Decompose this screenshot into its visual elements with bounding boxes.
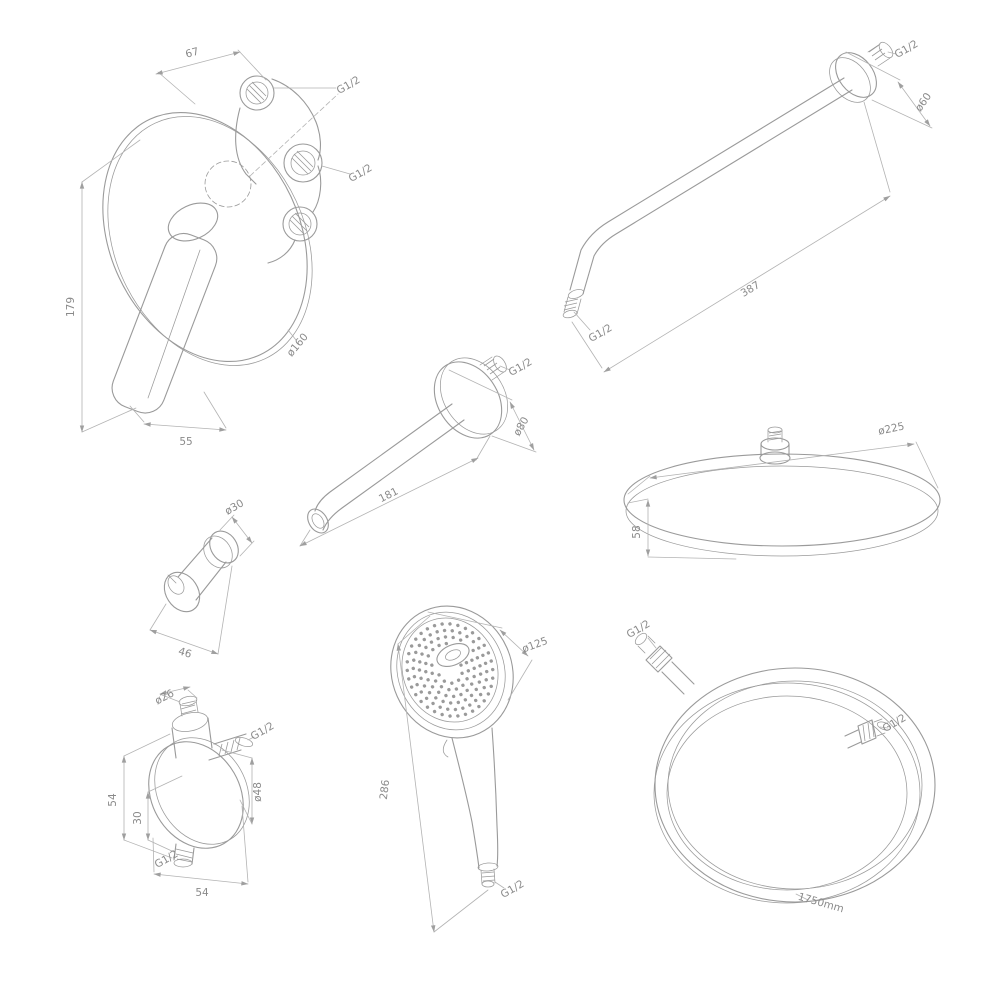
dim-label-rain-diameter: ø225 [877,420,905,437]
arm-flange [835,52,877,98]
hidden-port [204,160,252,208]
dim-label-elbow-offset: 30 [132,811,144,824]
thread-hatch [218,737,241,757]
shower-arm-drawing: G1/2 ø60 387 G1/2 [562,38,934,373]
thread-hatch [289,212,310,235]
mode-button [436,642,470,668]
spray-nozzle-pattern [405,622,495,718]
dim-label-mixer-plate: ø160 [285,331,311,359]
thread-hatch [180,700,197,715]
dim-label-elbow-body: ø48 [252,782,264,802]
dim-label-rain-height: 58 [631,525,643,538]
hand-shower-drawing: ø125 286 G1/2 [378,605,549,933]
escutcheon-plate [102,111,308,363]
thread-hatch [175,848,194,863]
lever-handle [111,232,218,414]
dim-label-hand-diameter: ø125 [520,635,549,655]
spout-drawing: G1/2 ø80 181 [299,355,537,547]
thread-label-spout: G1/2 [507,356,535,379]
thread-hatch [563,298,579,311]
dim-label-elbow-top-diameter: ø26 [153,687,176,707]
thread-hatch [862,720,875,742]
dim-label-arm-flange: ø60 [913,91,934,114]
rain-head-drawing: ø225 58 [623,420,941,560]
dim-label-spout-flange: ø80 [511,415,531,438]
thread-hatch [481,871,496,882]
hose-drawing: G1/2 G1/2 1750mm [625,618,936,915]
holder-cup [163,571,201,613]
thread-hatch [483,358,501,375]
handle-hub [167,202,219,242]
thread-label-hand-inlet: G1/2 [499,878,527,901]
dim-label-elbow-width: 54 [195,887,209,899]
thread-label-mixer-top: G1/2 [335,74,363,97]
thread-hatch [246,81,267,104]
thread-label-elbow-inlet: G1/2 [153,848,181,871]
elbow-drawing: ø26 G1/2 ø48 54 30 G1/2 54 [107,686,277,899]
mixer-valve-drawing: 67 179 55 ø160 G1/2 G1/2 [65,46,375,448]
dim-label-hand-length: 286 [378,779,392,801]
thread-hatch [291,150,314,175]
dim-label-holder-plate: ø30 [223,497,246,517]
hose-coil [654,667,936,903]
thread-label-hose-a: G1/2 [625,618,653,641]
thread-hatch [768,430,782,441]
dim-label-mixer-width: 67 [184,46,200,61]
holder-drawing: ø30 46 [149,497,255,661]
thread-label-mixer-side: G1/2 [347,162,375,185]
thread-label-arm-wall: G1/2 [893,38,921,61]
dim-label-mixer-handle: 55 [179,436,192,448]
rain-disc [623,453,941,547]
dim-label-arm-length: 387 [739,279,762,300]
spout-flange [433,361,503,439]
dim-label-holder-width: 46 [177,645,194,660]
thread-hatch [649,646,671,669]
dim-label-elbow-height: 54 [107,793,119,807]
thread-label-elbow-outlet: G1/2 [249,720,277,743]
holder-plate [209,530,239,564]
thread-hatch [868,44,886,61]
dim-label-mixer-height: 179 [65,297,77,317]
thread-label-arm-outlet: G1/2 [587,322,615,345]
